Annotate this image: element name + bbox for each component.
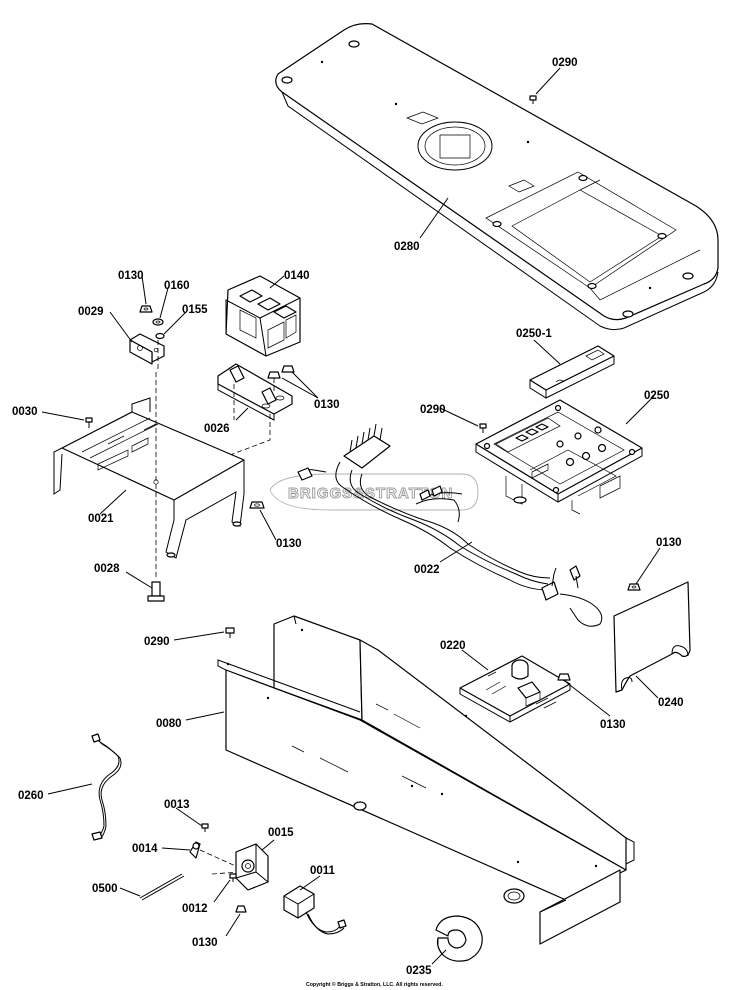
callout-0021: 0021 — [88, 513, 114, 525]
bolt-0028 — [147, 581, 165, 602]
cover-plate-0240 — [613, 581, 691, 693]
copyright-notice: Copyright © Briggs & Stratton, LLC. All … — [306, 981, 443, 988]
clip-bracket-0026 — [217, 363, 293, 421]
screw-0012 — [229, 873, 237, 882]
callout-0290-low: 0290 — [144, 636, 170, 648]
callout-0250: 0250 — [644, 390, 670, 402]
callout-0013: 0013 — [164, 799, 190, 811]
display-bezel-0250-1 — [529, 345, 615, 399]
callout-0155: 0155 — [182, 304, 208, 316]
lever-0014 — [189, 841, 201, 859]
callout-0260: 0260 — [18, 790, 44, 802]
circuit-board-0220 — [459, 655, 571, 723]
callout-0012: 0012 — [182, 903, 208, 915]
callout-0160: 0160 — [164, 280, 190, 292]
rod-0500 — [139, 873, 185, 901]
leader-lines — [41, 67, 661, 965]
screw-0290-low — [225, 627, 235, 638]
callout-0130-d: 0130 — [656, 537, 682, 549]
callout-0026: 0026 — [204, 423, 230, 435]
washer-0160 — [152, 318, 164, 326]
callout-0028: 0028 — [94, 563, 120, 575]
callout-0130-a: 0130 — [118, 270, 144, 282]
control-panel-0250 — [475, 399, 643, 515]
callout-0235: 0235 — [406, 965, 432, 977]
nut-0130-d — [627, 583, 641, 591]
wire-harness-0022 — [297, 423, 603, 627]
callout-0080: 0080 — [156, 718, 182, 730]
wire-0260 — [91, 733, 122, 841]
callout-0130-c: 0130 — [276, 538, 302, 550]
callout-0500: 0500 — [92, 883, 118, 895]
callout-0240: 0240 — [658, 697, 684, 709]
screw-0290-top — [529, 95, 537, 104]
callout-0014: 0014 — [132, 843, 158, 855]
nut-0130-f — [235, 905, 247, 913]
nut-0130-a — [139, 305, 153, 313]
callout-0290-mid: 0290 — [420, 404, 446, 416]
callout-0290-top: 0290 — [552, 57, 578, 69]
main-housing-0080 — [217, 615, 635, 945]
ferrite-core-0235 — [435, 915, 483, 962]
bracket-0029 — [129, 333, 165, 365]
callout-0030: 0030 — [12, 406, 38, 418]
callout-0011: 0011 — [310, 865, 336, 877]
breaker-bracket-0021 — [53, 397, 245, 559]
callout-0015: 0015 — [268, 827, 294, 839]
callout-0029: 0029 — [78, 306, 104, 318]
nut-0130-b2 — [281, 365, 295, 373]
circuit-breaker-0140 — [225, 275, 301, 357]
screw-0030 — [85, 417, 93, 428]
nut-0130-e — [557, 673, 571, 681]
switch-0015 — [235, 843, 269, 891]
callout-0130-e: 0130 — [600, 719, 626, 731]
callout-0250-1: 0250-1 — [516, 328, 552, 340]
washer-0155 — [155, 332, 165, 340]
nut-0130-c — [249, 501, 265, 509]
watermark-text: BRIGGS&STRATTON — [288, 485, 453, 502]
callout-0130-f: 0130 — [192, 937, 218, 949]
callout-0022: 0022 — [414, 564, 440, 576]
transformer-0011 — [283, 885, 347, 935]
top-cover-panel — [275, 23, 719, 331]
screw-0013 — [201, 823, 209, 832]
screw-0290-mid — [479, 423, 487, 433]
callout-0280: 0280 — [394, 241, 420, 253]
callout-0140: 0140 — [284, 270, 310, 282]
nut-0130-b1 — [267, 371, 281, 379]
callout-0220: 0220 — [440, 640, 466, 652]
callout-0130-b: 0130 — [314, 399, 340, 411]
